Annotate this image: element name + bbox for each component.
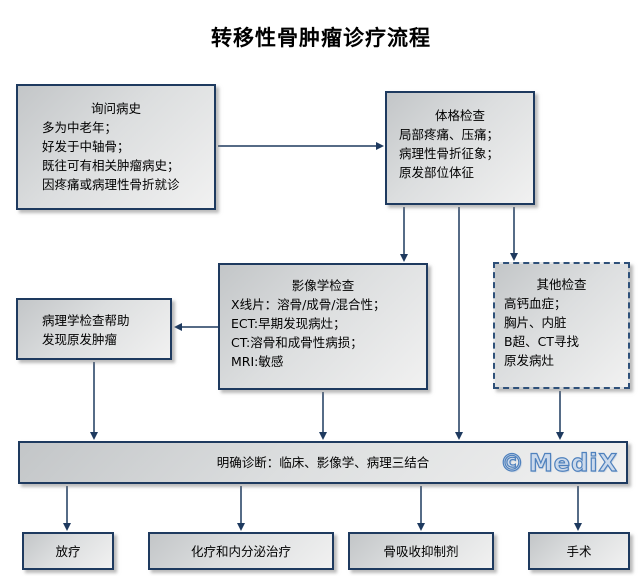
node-physical-exam: 体格检查 局部疼痛、压痛； 病理性骨折征象； 原发部位体征 bbox=[385, 91, 535, 205]
node-surgery: 手术 bbox=[528, 532, 630, 570]
node-physical-exam-line: 局部疼痛、压痛； bbox=[399, 127, 500, 142]
node-definitive-diagnosis-label: 明确诊断：临床、影像学、病理三结合 bbox=[216, 455, 430, 470]
node-imaging-exam-line: MRI:敏感 bbox=[231, 354, 284, 369]
node-other-exams-line: 高钙血症； bbox=[504, 296, 567, 311]
node-imaging-exam-title: 影像学检查 bbox=[291, 278, 355, 293]
node-pathology-exam-line: 病理学检查帮助 bbox=[42, 313, 130, 328]
node-other-exams-line: 原发病灶 bbox=[504, 353, 555, 368]
node-medical-history-line: 因疼痛或病理性骨折就诊 bbox=[42, 177, 180, 192]
node-definitive-diagnosis: 明确诊断：临床、影像学、病理三结合 © MediX bbox=[18, 441, 628, 484]
node-physical-exam-line: 病理性骨折征象； bbox=[399, 146, 500, 161]
medix-watermark: © MediX bbox=[499, 448, 618, 477]
node-imaging-exam-line: CT:溶骨和成骨性病损； bbox=[231, 335, 363, 350]
node-other-exams-line: B超、CT寻找 bbox=[504, 334, 579, 349]
node-medical-history-line: 既往可有相关肿瘤病史； bbox=[42, 158, 180, 173]
node-radiotherapy: 放疗 bbox=[22, 532, 114, 570]
node-bone-resorption-inhibitor: 骨吸收抑制剂 bbox=[348, 532, 494, 570]
node-other-exams-line: 胸片、内脏 bbox=[504, 315, 567, 330]
node-bone-resorption-inhibitor-label: 骨吸收抑制剂 bbox=[383, 543, 459, 559]
node-imaging-exam-line: X线片：溶骨/成骨/混合性； bbox=[231, 297, 386, 312]
node-other-exams-title: 其他检查 bbox=[536, 277, 587, 292]
node-physical-exam-title: 体格检查 bbox=[434, 108, 485, 123]
node-pathology-exam: 病理学检查帮助 发现原发肿瘤 bbox=[16, 298, 172, 360]
node-physical-exam-line: 原发部位体征 bbox=[399, 165, 475, 180]
node-chemo-endocrine-therapy-label: 化疗和内分泌治疗 bbox=[190, 543, 291, 559]
node-medical-history-line: 多为中老年； bbox=[42, 120, 118, 135]
node-imaging-exam: 影像学检查 X线片：溶骨/成骨/混合性； ECT:早期发现病灶； CT:溶骨和成… bbox=[218, 263, 428, 390]
page-title: 转移性骨肿瘤诊疗流程 bbox=[211, 26, 431, 50]
node-medical-history-title: 询问病史 bbox=[90, 101, 141, 116]
node-radiotherapy-label: 放疗 bbox=[55, 543, 81, 559]
node-other-exams: 其他检查 高钙血症； 胸片、内脏 B超、CT寻找 原发病灶 bbox=[493, 262, 630, 389]
node-medical-history-line: 好发于中轴骨； bbox=[42, 139, 130, 154]
node-imaging-exam-line: ECT:早期发现病灶； bbox=[231, 316, 346, 331]
node-medical-history: 询问病史 多为中老年； 好发于中轴骨； 既往可有相关肿瘤病史； 因疼痛或病理性骨… bbox=[16, 84, 216, 210]
copyright-icon: © bbox=[499, 448, 524, 477]
medix-brand-name: MediX bbox=[528, 448, 618, 477]
node-pathology-exam-line: 发现原发肿瘤 bbox=[42, 332, 118, 347]
node-surgery-label: 手术 bbox=[566, 543, 592, 559]
node-chemo-endocrine-therapy: 化疗和内分泌治疗 bbox=[148, 532, 334, 570]
